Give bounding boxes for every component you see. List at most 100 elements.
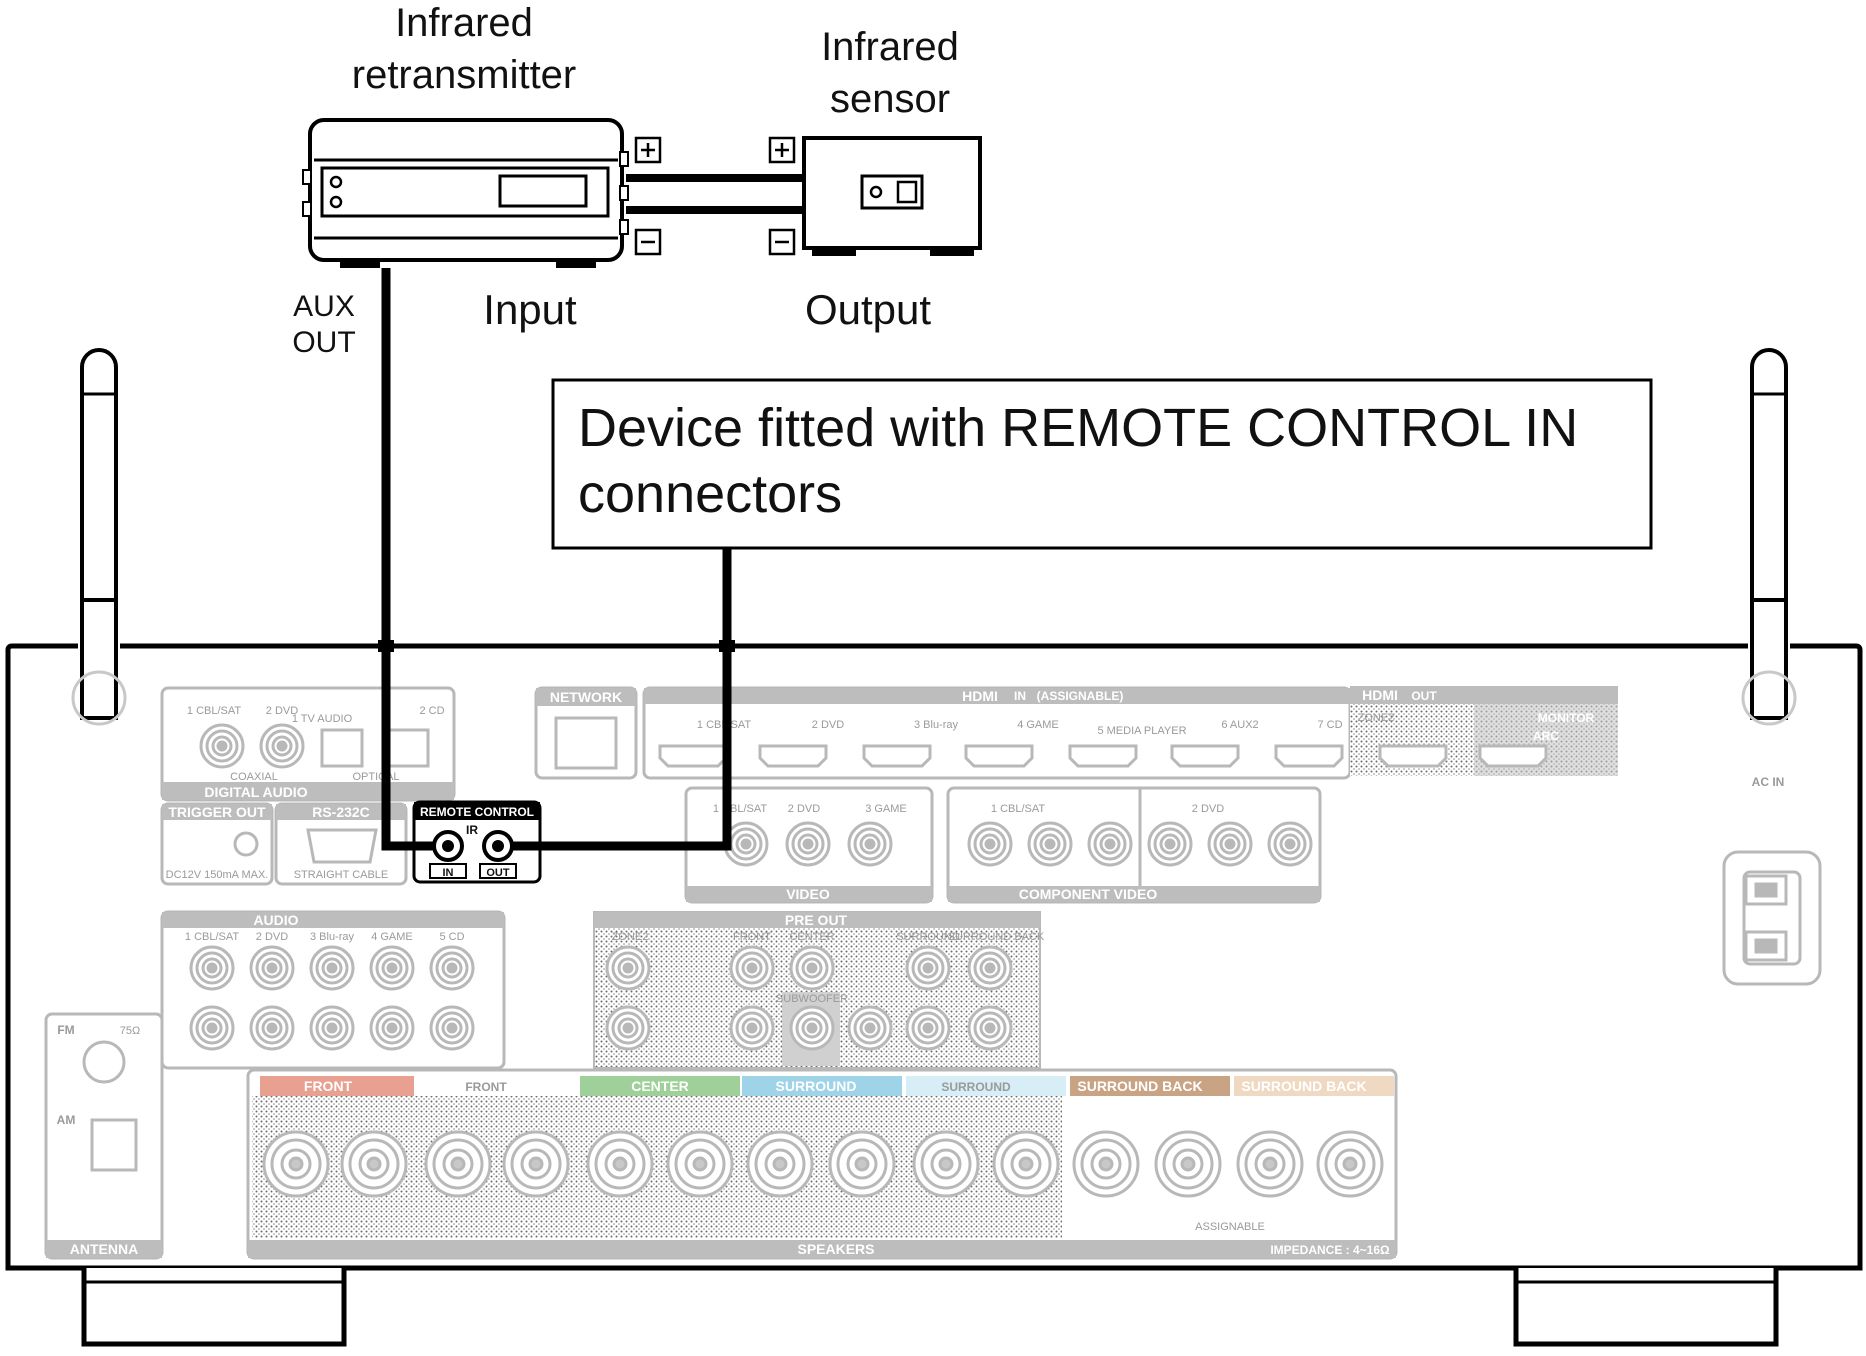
audio-l-jack-1 — [189, 945, 235, 991]
pre-out-jack-4 — [729, 1005, 775, 1051]
speaker-terminal-9 — [912, 1130, 980, 1198]
component-jack-1 — [967, 821, 1013, 867]
component-input-1: 1 CBL/SAT — [991, 803, 1045, 815]
output-label: Output — [805, 286, 931, 333]
pre-out-jack-6 — [905, 945, 951, 991]
network-label: NETWORK — [550, 689, 622, 705]
ir-label: IR — [466, 823, 478, 837]
audio-r-jack-3 — [309, 1005, 355, 1051]
hdmi-in-port-6 — [1170, 744, 1240, 768]
sensor-label-line2: sensor — [830, 77, 950, 121]
input-label: Input — [483, 286, 577, 333]
ohm75-label: 75Ω — [120, 1025, 140, 1037]
retransmitter-minus-marker — [634, 228, 662, 256]
speaker-headers — [260, 1076, 1394, 1096]
audio-input-5: 5 CD — [439, 931, 464, 943]
audio-input-4: 4 GAME — [371, 931, 413, 943]
wire-plus — [626, 174, 806, 182]
speaker-terminal-1 — [262, 1130, 330, 1198]
hdmi-port-5: 5 MEDIA PLAYER — [1097, 725, 1186, 737]
hdmi-port-3: 3 Blu-ray — [914, 719, 959, 731]
speaker-terminal-7 — [746, 1130, 814, 1198]
digital-input-4: 2 CD — [419, 705, 444, 717]
audio-input-1: 1 CBL/SAT — [185, 931, 239, 943]
pre-out-front: FRONT — [733, 931, 771, 943]
audio-input-3: 3 Blu-ray — [310, 931, 355, 943]
zone2-label: ZONE2 — [1358, 712, 1395, 724]
coaxial-jack-2 — [259, 723, 305, 769]
speaker-header-1: FRONT — [304, 1078, 353, 1094]
speaker-terminal-12 — [1154, 1130, 1222, 1198]
speaker-header-3: CENTER — [631, 1078, 689, 1094]
component-jack-5 — [1207, 821, 1253, 867]
monitor-label: MONITOR — [1538, 711, 1595, 725]
pre-out-zone2: ZONE2 — [612, 931, 649, 943]
impedance-label: IMPEDANCE : 4~16Ω — [1270, 1243, 1390, 1257]
sensor-plus-marker — [768, 136, 796, 164]
coaxial-jack-1 — [199, 723, 245, 769]
network-jack — [554, 716, 618, 770]
speaker-terminal-6 — [666, 1130, 734, 1198]
hdmi-port-7: 7 CD — [1317, 719, 1342, 731]
optical-jack-2 — [386, 728, 430, 768]
speaker-header-4: SURROUND — [776, 1078, 857, 1094]
hdmi-out-tag: OUT — [1411, 689, 1437, 703]
infrared-retransmitter — [302, 118, 629, 268]
pre-out-jack-7 — [905, 1005, 951, 1051]
audio-r-jack-5 — [429, 1005, 475, 1051]
sensor-label-line1: Infrared — [821, 25, 959, 69]
retransmitter-label-line2: retransmitter — [352, 53, 577, 97]
hdmi-in-port-3 — [862, 744, 932, 768]
rc-out-label: OUT — [486, 867, 510, 879]
device-label-line1: Device fitted with REMOTE CONTROL IN — [578, 398, 1578, 458]
digital-input-1: 1 CBL/SAT — [187, 705, 241, 717]
rs232c-label: RS-232C — [312, 804, 370, 820]
remote-control-jack — [412, 800, 542, 884]
audio-r-jack-1 — [189, 1005, 235, 1051]
hdmi-out-label: HDMI — [1362, 687, 1398, 703]
hdmi-in-port-1 — [658, 744, 728, 768]
speaker-terminal-2 — [340, 1130, 408, 1198]
video-input-2: 2 DVD — [788, 803, 820, 815]
speaker-header-7: SURROUND BACK — [1241, 1078, 1366, 1094]
hdmi-in-label: HDMI — [962, 688, 998, 704]
speaker-header-2: FRONT — [465, 1080, 507, 1094]
infrared-sensor — [802, 136, 982, 256]
am-label: AM — [57, 1113, 76, 1127]
digital-input-3: 1 TV AUDIO — [292, 713, 353, 725]
hdmi-out-zone2-port — [1378, 744, 1448, 768]
hdmi-port-2: 2 DVD — [812, 719, 844, 731]
pre-out-jack-5 — [789, 945, 835, 991]
audio-label: AUDIO — [253, 912, 298, 928]
speaker-terminal-4 — [502, 1130, 570, 1198]
optical-label: OPTICAL — [352, 771, 399, 783]
video-input-1: 1 CBL/SAT — [713, 803, 767, 815]
speaker-terminal-5 — [586, 1130, 654, 1198]
trigger-jack — [233, 831, 259, 857]
aux-out-label-line2: OUT — [292, 326, 355, 359]
rc-out-jack — [482, 830, 514, 862]
speaker-header-6: SURROUND BACK — [1077, 1078, 1202, 1094]
audio-input-2: 2 DVD — [256, 931, 288, 943]
pre-out-jack-1 — [605, 945, 651, 991]
pre-out-jack-8 — [967, 945, 1013, 991]
pre-out-jack-2 — [605, 1005, 651, 1051]
rs232c-port — [306, 828, 378, 864]
speakers-label: SPEAKERS — [797, 1241, 874, 1257]
rc-in-label: IN — [443, 867, 454, 879]
component-input-2: 2 DVD — [1192, 803, 1224, 815]
panel-label-bars — [46, 686, 1618, 1258]
video-jack-2 — [785, 821, 831, 867]
digital-input-2: 2 DVD — [266, 705, 298, 717]
pre-out-surround-back: SURROUND BACK — [948, 931, 1045, 943]
pre-out-jack-9 — [967, 1005, 1013, 1051]
trigger-spec-label: DC12V 150mA MAX. — [166, 869, 269, 881]
hdmi-port-6: 6 AUX2 — [1221, 719, 1258, 731]
pre-out-surround: SURROUND — [896, 931, 960, 943]
remote-control-label: REMOTE CONTROL — [420, 805, 534, 819]
aux-out-label-line1: AUX — [293, 290, 355, 323]
pre-out-subwoofer: SUBWOOFER — [776, 993, 848, 1005]
pre-out-jack-3 — [729, 945, 775, 991]
